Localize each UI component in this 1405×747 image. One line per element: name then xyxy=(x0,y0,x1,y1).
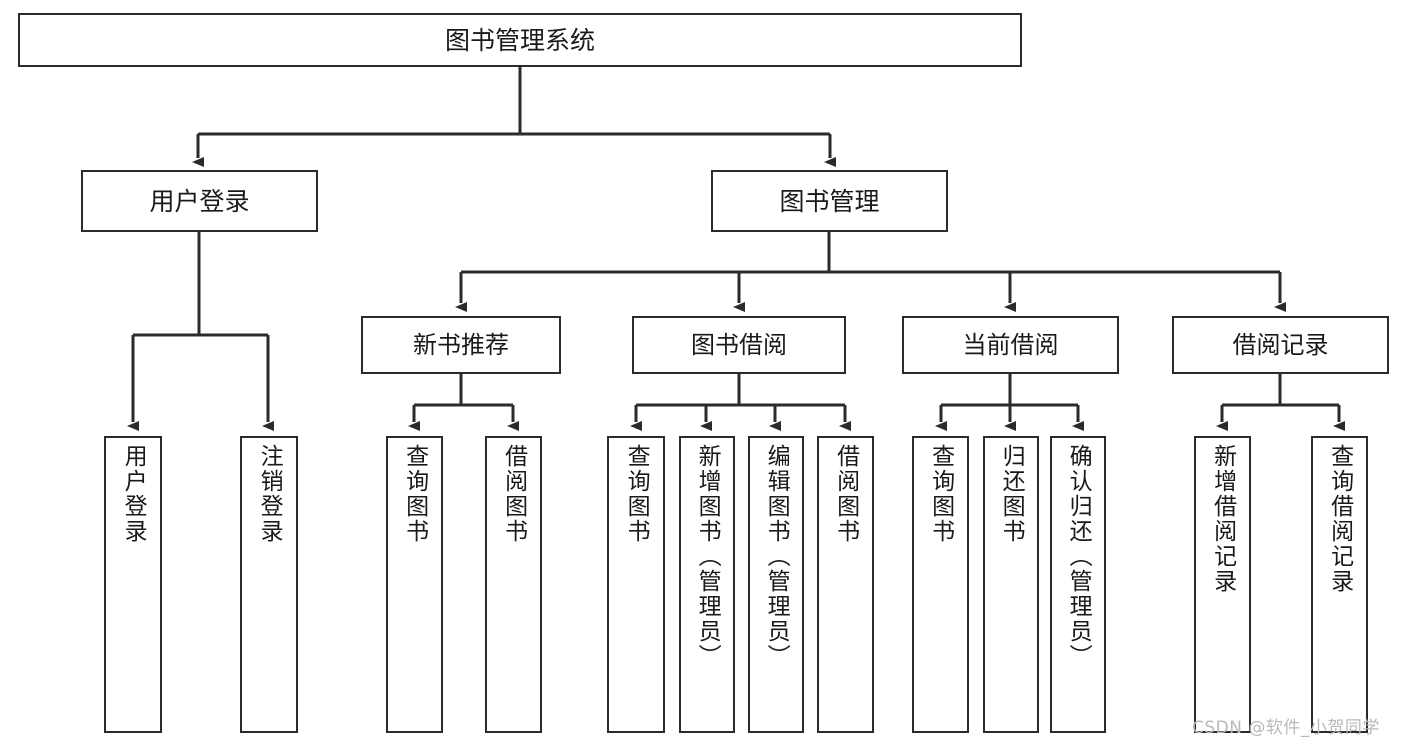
node-new-book-recommend[interactable]: 新书推荐 xyxy=(361,316,561,374)
leaf-book-borrow-query-book[interactable]: 查询图书 xyxy=(607,436,665,733)
leaf-borrow-record-query-record[interactable]: 查询借阅记录 xyxy=(1311,436,1368,733)
leaf-new-book-borrow-book[interactable]: 借阅图书 xyxy=(485,436,542,733)
leaf-book-borrow-borrow-book[interactable]: 借阅图书 xyxy=(817,436,874,733)
node-current-borrow[interactable]: 当前借阅 xyxy=(902,316,1119,374)
leaf-current-borrow-confirm-return-admin[interactable]: 确认归还（管理员） xyxy=(1050,436,1106,733)
node-label: 借阅图书 xyxy=(832,444,859,544)
node-label: 用户登录 xyxy=(149,186,250,216)
node-label: 新增图书（管理员） xyxy=(694,444,721,669)
node-borrow-record[interactable]: 借阅记录 xyxy=(1172,316,1389,374)
node-label: 归还图书 xyxy=(998,444,1025,544)
leaf-book-borrow-add-book-admin[interactable]: 新增图书（管理员） xyxy=(679,436,735,733)
node-label: 确认归还（管理员） xyxy=(1065,444,1092,669)
node-user-login[interactable]: 用户登录 xyxy=(81,170,318,232)
node-label: 当前借阅 xyxy=(962,331,1059,359)
node-book-management[interactable]: 图书管理 xyxy=(711,170,948,232)
node-book-borrow[interactable]: 图书借阅 xyxy=(632,316,846,374)
node-label: 新增借阅记录 xyxy=(1209,444,1236,594)
leaf-current-borrow-return-book[interactable]: 归还图书 xyxy=(983,436,1039,733)
node-label: 用户登录 xyxy=(120,444,147,544)
node-label: 编辑图书（管理员） xyxy=(763,444,790,669)
leaf-user-login-login[interactable]: 用户登录 xyxy=(104,436,162,733)
node-label: 借阅图书 xyxy=(500,444,527,544)
node-label: 查询图书 xyxy=(927,444,954,544)
node-label: 查询图书 xyxy=(401,444,428,544)
node-label: 查询图书 xyxy=(623,444,650,544)
leaf-user-login-logout[interactable]: 注销登录 xyxy=(240,436,298,733)
node-label: 查询借阅记录 xyxy=(1326,444,1353,594)
node-label: 借阅记录 xyxy=(1232,331,1329,359)
node-label: 图书管理系统 xyxy=(444,25,595,55)
node-root-book-management-system[interactable]: 图书管理系统 xyxy=(18,13,1022,67)
leaf-book-borrow-edit-book-admin[interactable]: 编辑图书（管理员） xyxy=(748,436,804,733)
node-label: 图书借阅 xyxy=(691,331,787,359)
leaf-current-borrow-query-book[interactable]: 查询图书 xyxy=(912,436,969,733)
leaf-borrow-record-add-record[interactable]: 新增借阅记录 xyxy=(1194,436,1251,733)
leaf-new-book-query-book[interactable]: 查询图书 xyxy=(386,436,443,733)
node-label: 新书推荐 xyxy=(413,331,509,359)
node-label: 图书管理 xyxy=(779,186,880,216)
node-label: 注销登录 xyxy=(256,444,283,544)
csdn-watermark: CSDN @软件_小贺同学 xyxy=(1192,718,1380,738)
